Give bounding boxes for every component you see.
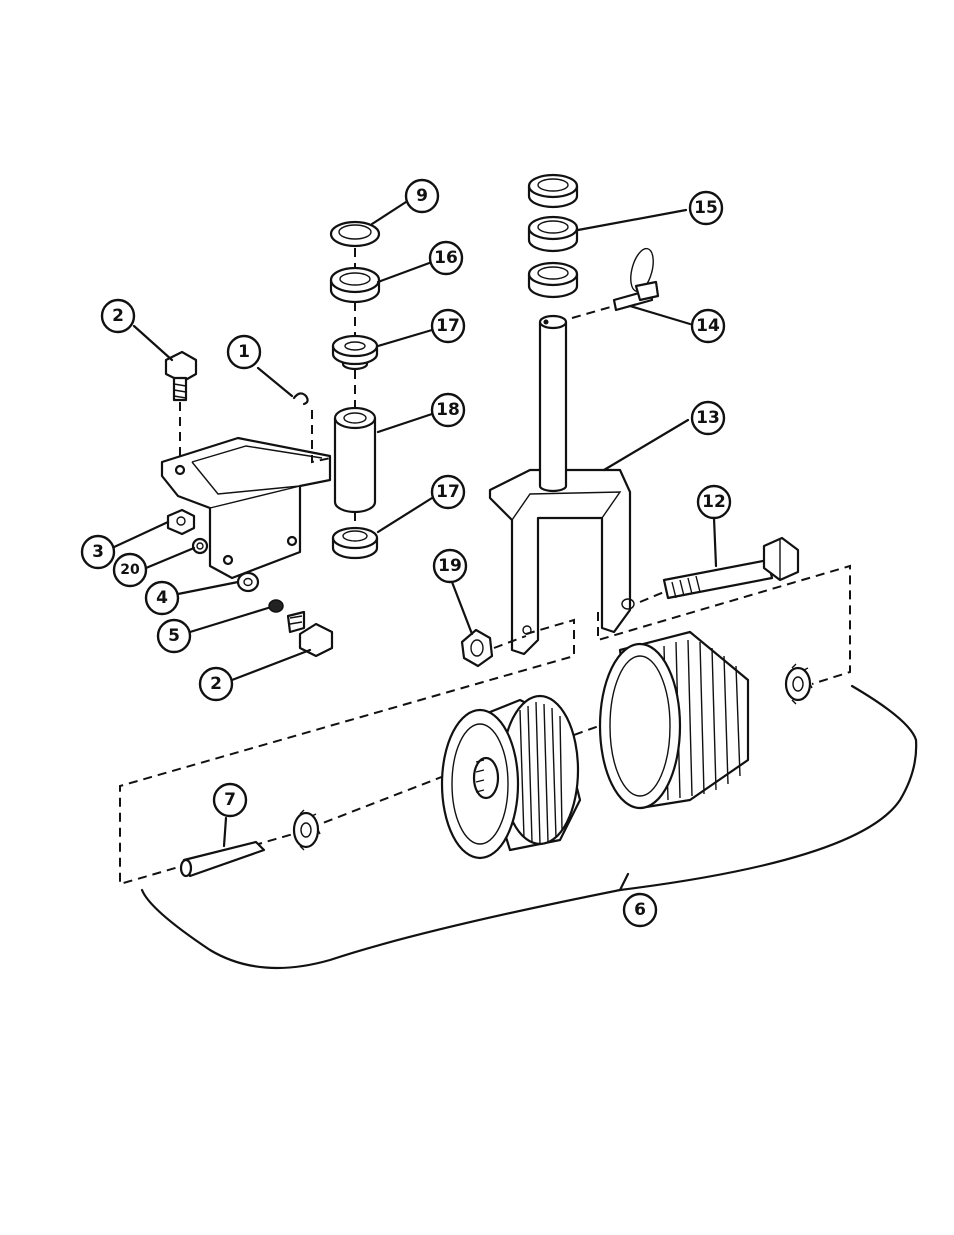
washer-4 [238,573,258,591]
callout-15: 15 [690,192,722,224]
callout-16: 16 [430,242,462,274]
axle-pin-7 [181,842,264,876]
svg-text:6: 6 [634,900,646,920]
callout-2-lower: 2 [200,668,232,700]
small-sprocket-left [294,810,320,850]
washer-9 [331,222,379,246]
callout-13: 13 [692,402,724,434]
callout-9: 9 [406,180,438,212]
callout-17-lower: 17 [432,476,464,508]
callout-12: 12 [698,486,730,518]
callout-14: 14 [692,310,724,342]
callout-18: 18 [432,394,464,426]
washer-15-mid [529,217,577,251]
lock-nut-20 [193,539,207,553]
lockwasher-5 [269,600,283,612]
small-sprocket-right [786,664,812,704]
sleeve-18 [335,408,375,512]
svg-text:12: 12 [702,492,726,512]
callout-7: 7 [214,784,246,816]
callout-19: 19 [434,550,466,582]
callout-20: 20 [114,554,146,586]
bushing-17-upper [333,336,377,369]
callout-3: 3 [82,536,114,568]
svg-text:19: 19 [438,556,462,576]
bolt-upper [166,352,196,460]
nut-19 [462,630,492,666]
mounting-bracket [162,438,330,578]
callout-5: 5 [158,620,190,652]
svg-text:7: 7 [224,790,236,810]
svg-text:3: 3 [92,542,104,562]
washer-15-top [529,175,577,207]
svg-text:2: 2 [210,674,222,694]
svg-text:17: 17 [436,482,460,502]
svg-text:9: 9 [416,186,428,206]
svg-text:1: 1 [238,342,250,362]
callout-6: 6 [624,894,656,926]
svg-text:17: 17 [436,316,460,336]
svg-text:2: 2 [112,306,124,326]
nut-3 [168,510,194,534]
svg-text:18: 18 [436,400,460,420]
bolt-12 [664,538,798,598]
sprocket-roller [442,696,580,858]
fork-13 [490,316,634,654]
svg-text:20: 20 [120,562,140,578]
pin-14 [614,246,658,310]
washer-16 [331,268,379,302]
callout-17-upper: 17 [432,310,464,342]
bushing-17-lower [333,528,377,558]
washer-15-bottom [529,263,577,297]
drive-drum [600,632,748,808]
svg-text:4: 4 [156,588,168,608]
callout-1: 1 [228,336,260,368]
callout-4: 4 [146,582,178,614]
svg-text:5: 5 [168,626,180,646]
svg-text:15: 15 [694,198,718,218]
svg-text:13: 13 [696,408,720,428]
svg-text:14: 14 [696,316,720,336]
svg-text:16: 16 [434,248,458,268]
callout-2-upper: 2 [102,300,134,332]
